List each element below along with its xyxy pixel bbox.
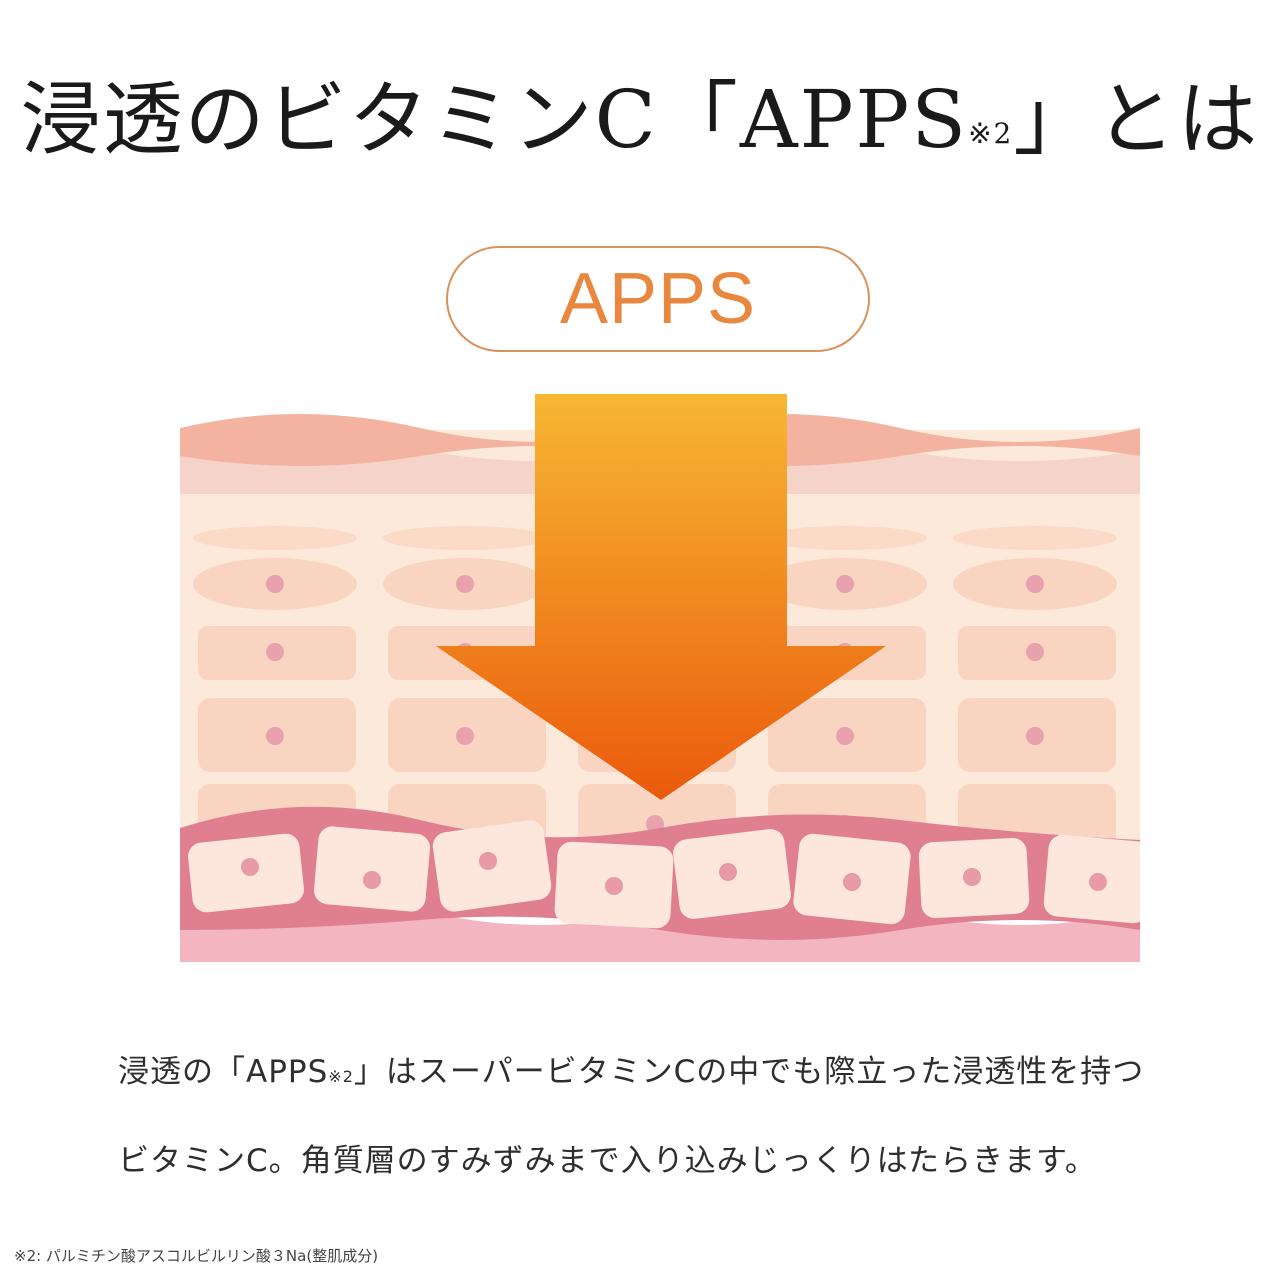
description-line-2: ビタミンC。角質層のすみずみまで入り込みじっくりはたらきます。 xyxy=(118,1143,1097,1179)
description-line-1: 浸透の「APPS※2」はスーパービタミンCの中でも際立った浸透性を持つ xyxy=(118,1054,1145,1090)
down-arrow-icon xyxy=(436,394,886,800)
title-main: 浸透のビタミンC「APPS xyxy=(20,73,969,166)
title-superscript: ※2 xyxy=(968,117,1014,150)
description: 浸透の「APPS※2」はスーパービタミンCの中でも際立った浸透性を持つ ビタミン… xyxy=(118,1050,1218,1184)
page-title: 浸透のビタミンC「APPS※2」とは xyxy=(0,70,1280,170)
title-end: 」とは xyxy=(1013,73,1260,166)
apps-label-pill: APPS xyxy=(446,246,870,352)
skin-layer-illustration xyxy=(180,394,1140,962)
pill-label: APPS xyxy=(559,259,757,339)
stratum-nuclei xyxy=(266,575,1044,833)
description-superscript: ※2 xyxy=(328,1067,354,1086)
footnote: ※2: パルミチン酸アスコルビルリン酸３Na(整肌成分) xyxy=(14,1247,379,1265)
basal-nuclei xyxy=(241,852,1107,895)
